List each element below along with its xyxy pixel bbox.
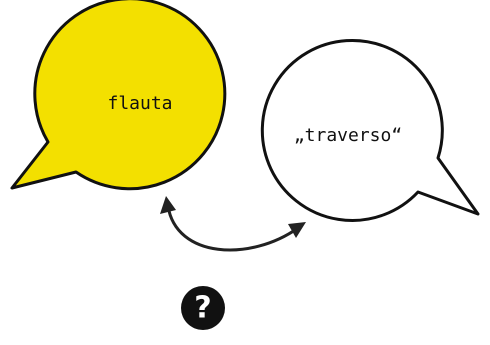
left-bubble-label: flauta <box>107 93 172 114</box>
arrow-head-right-icon <box>288 222 306 238</box>
right-bubble-label: „traverso“ <box>294 125 402 146</box>
right-speech-bubble: „traverso“ <box>260 39 480 222</box>
right-bubble-shape <box>260 39 480 222</box>
double-arrow-curve <box>166 204 300 252</box>
question-badge-circle <box>181 286 225 330</box>
arrow-head-up-icon <box>160 196 176 214</box>
question-mark-icon: ? <box>181 286 225 330</box>
double-arrow <box>160 196 306 252</box>
left-speech-bubble: flauta <box>10 0 227 191</box>
question-badge-symbol: ? <box>194 291 211 326</box>
left-bubble-shape <box>10 0 227 191</box>
